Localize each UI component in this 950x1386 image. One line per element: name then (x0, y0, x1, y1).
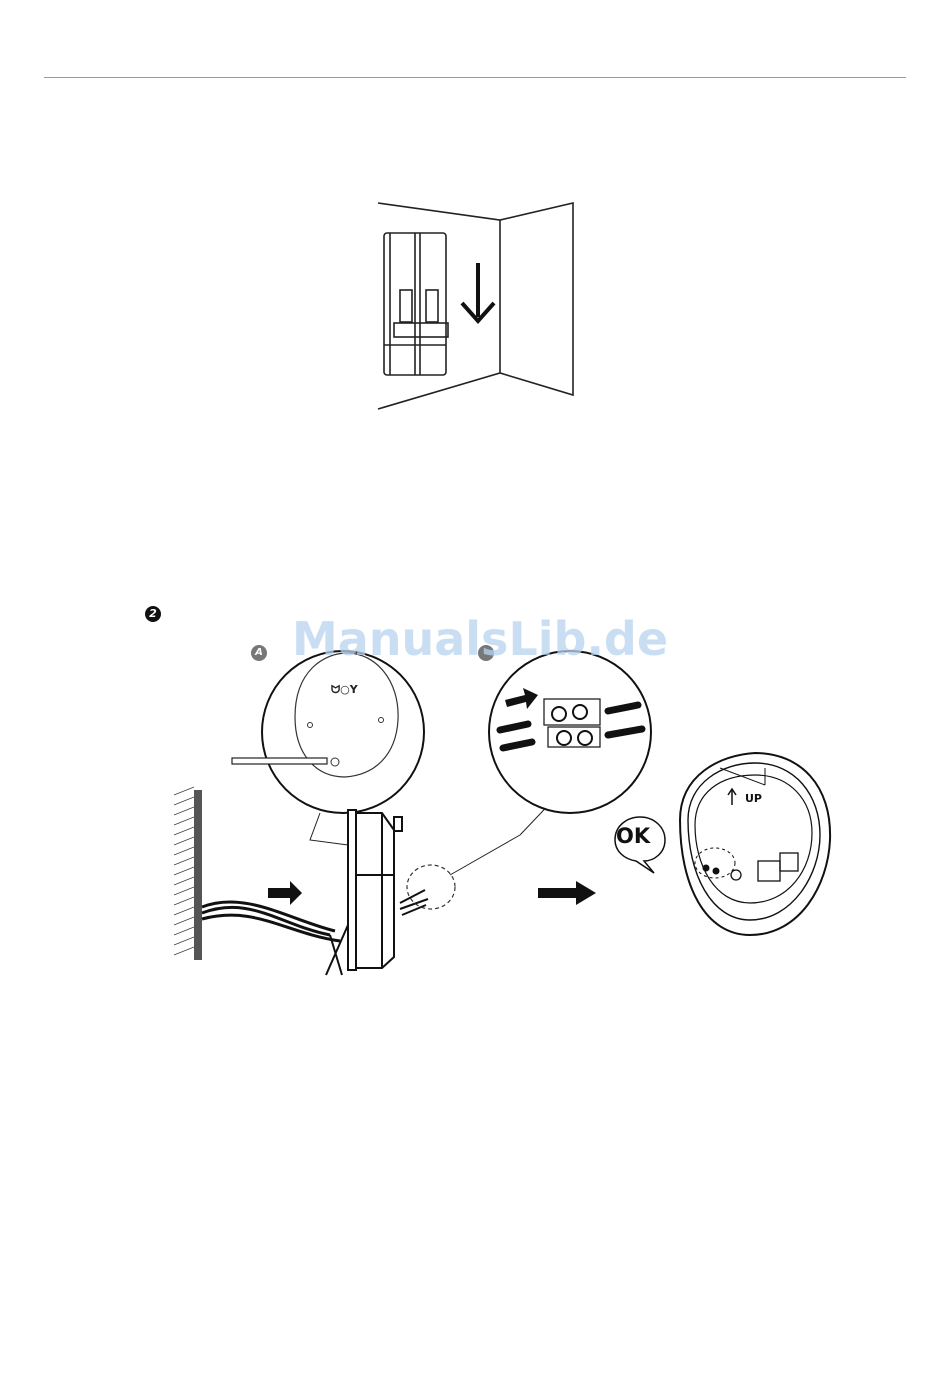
breaker-lever (394, 323, 448, 337)
arrow-right-icon (268, 881, 302, 905)
wall-hatch (174, 787, 202, 960)
header-rule (44, 77, 906, 78)
arrow-right-icon (538, 881, 596, 905)
detail-b-label (478, 645, 494, 661)
highlight-circle (407, 865, 455, 909)
detail-a-circle (262, 651, 424, 813)
device-side-view (326, 810, 428, 975)
up-label: UP (745, 792, 762, 805)
breaker-illustration (370, 195, 585, 420)
terminal-block (544, 699, 600, 747)
screwdriver (232, 758, 327, 764)
installation-illustration: ᗢ○Y (160, 635, 840, 980)
cables (202, 902, 340, 941)
ok-label: OK (616, 824, 650, 848)
step-number-badge: 2 (145, 606, 161, 622)
arrow-down-icon (462, 263, 494, 321)
wall-corner (378, 203, 573, 409)
svg-text:ᗢ○Y: ᗢ○Y (331, 683, 359, 696)
mounted-unit (680, 753, 830, 935)
detail-a-label: A (251, 645, 267, 661)
